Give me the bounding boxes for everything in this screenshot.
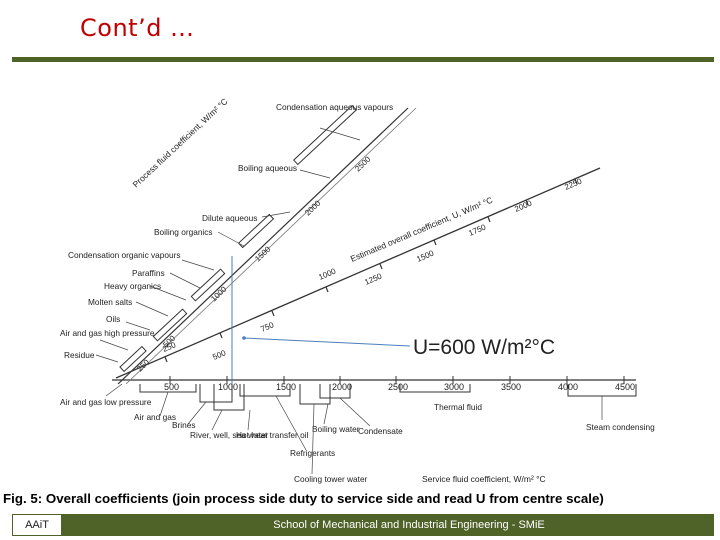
service-fluid-label: Hot heat transfer oil xyxy=(236,430,309,440)
process-fluid-label: Oils xyxy=(106,314,120,324)
slide-title: Cont’d … xyxy=(80,14,195,42)
nomogram-diagram: 500 1000 1500 2000 2500 3000 3500 4000 4… xyxy=(8,62,714,490)
footer-bar xyxy=(12,514,714,536)
service-tick-500: 500 xyxy=(164,382,179,392)
process-fluid-label: Boiling aqueous xyxy=(238,163,297,173)
process-fluid-label: Heavy organics xyxy=(104,281,161,291)
process-fluid-label: Residue xyxy=(64,350,95,360)
title-rule xyxy=(12,57,714,62)
service-tick-1500: 1500 xyxy=(276,382,296,392)
service-tick-1000: 1000 xyxy=(218,382,238,392)
diagram-panel xyxy=(8,62,714,490)
service-fluid-label: Brines xyxy=(172,420,196,430)
process-axis-line xyxy=(117,107,409,385)
result-point xyxy=(242,336,246,340)
service-axis-ticks xyxy=(169,376,625,384)
service-fluid-label: River, well, sea water xyxy=(190,430,269,440)
footer-right-text: School of Mechanical and Industrial Engi… xyxy=(273,519,545,531)
centre-axis-line xyxy=(115,167,601,379)
process-fluid-label: Dilute aqueous xyxy=(202,213,257,223)
service-fluid-label: Condensate xyxy=(358,426,403,436)
service-tick-2500: 2500 xyxy=(388,382,408,392)
process-fluid-label: Condensation organic vapours xyxy=(68,250,181,260)
footer-left-box: AAiT xyxy=(12,514,62,536)
centre-axis-ticks xyxy=(164,178,578,363)
service-axis-title: Service fluid coefficient, W/m² °C xyxy=(422,474,546,484)
process-fluid-label: Molten salts xyxy=(88,297,132,307)
service-fluid-label: Steam condensing xyxy=(586,422,655,432)
process-fluid-label: Air and gas high pressure xyxy=(60,328,155,338)
process-fluid-label: Air and gas low pressure xyxy=(60,397,152,407)
footer-left-text: AAiT xyxy=(25,519,49,531)
process-fluid-label: Boiling organics xyxy=(154,227,213,237)
service-tick-2000: 2000 xyxy=(332,382,352,392)
service-tick-3500: 3500 xyxy=(501,382,521,392)
process-fluid-label: Condensation aqueous vapours xyxy=(276,102,393,112)
process-fluid-label: Paraffins xyxy=(132,268,165,278)
service-fluid-label: Thermal fluid xyxy=(434,402,482,412)
service-fluid-label: Boiling water xyxy=(312,424,360,434)
service-tick-4500: 4500 xyxy=(615,382,635,392)
service-tick-3000: 3000 xyxy=(444,382,464,392)
result-label: U=600 W/m²°C xyxy=(413,336,555,359)
service-fluid-label: Cooling tower water xyxy=(294,474,368,484)
figure-caption: Fig. 5: Overall coefficients (join proce… xyxy=(3,491,604,506)
result-pointer-line xyxy=(243,337,411,347)
service-fluid-label: Air and gas xyxy=(134,412,176,422)
footer-right-box: School of Mechanical and Industrial Engi… xyxy=(64,514,714,536)
